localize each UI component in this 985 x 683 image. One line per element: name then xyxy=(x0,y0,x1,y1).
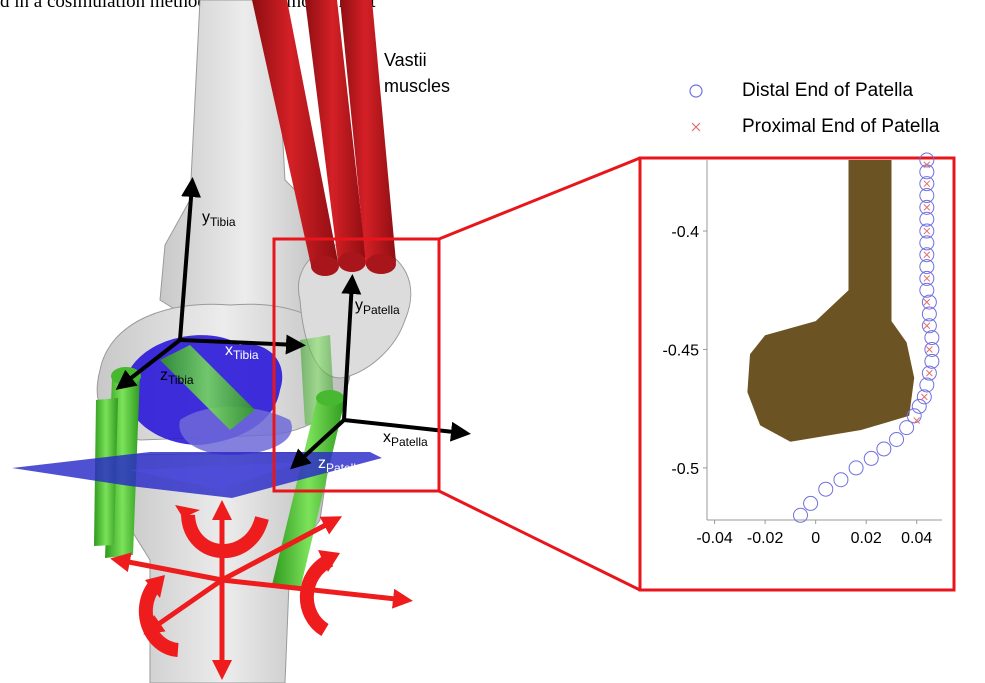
vastii-label-line1: Vastii xyxy=(384,50,427,70)
legend-x-marker xyxy=(680,116,710,138)
legend-label-distal: Distal End of Patella xyxy=(742,80,913,102)
y-tick-label: -0.4 xyxy=(671,224,699,241)
x-patella-axis-arrow xyxy=(344,420,463,433)
vastii-label-line2: muscles xyxy=(384,76,450,96)
x-patella-label: xPatella xyxy=(383,429,428,449)
rotation-arrow-right xyxy=(307,560,330,630)
x-tick-label: 0.02 xyxy=(851,530,882,547)
x-tick-label: 0.04 xyxy=(901,530,932,547)
legend-circle-marker xyxy=(680,80,710,102)
zoom-connector-bottom xyxy=(439,491,640,590)
x-tick-label: -0.02 xyxy=(747,530,784,547)
legend-label-proximal: Proximal End of Patella xyxy=(742,116,940,138)
vastus-muscle-3-end xyxy=(366,254,396,274)
zoom-connector-top xyxy=(439,158,640,239)
vastus-muscle-1-end xyxy=(311,256,339,276)
x-tick-label: 0 xyxy=(811,530,820,547)
y-tick-label: -0.45 xyxy=(663,342,700,359)
x-tick-label: -0.04 xyxy=(696,530,733,547)
ligament-right-top xyxy=(316,390,344,406)
vastus-muscle-2-end xyxy=(338,252,366,272)
y-tick-label: -0.5 xyxy=(671,461,699,478)
